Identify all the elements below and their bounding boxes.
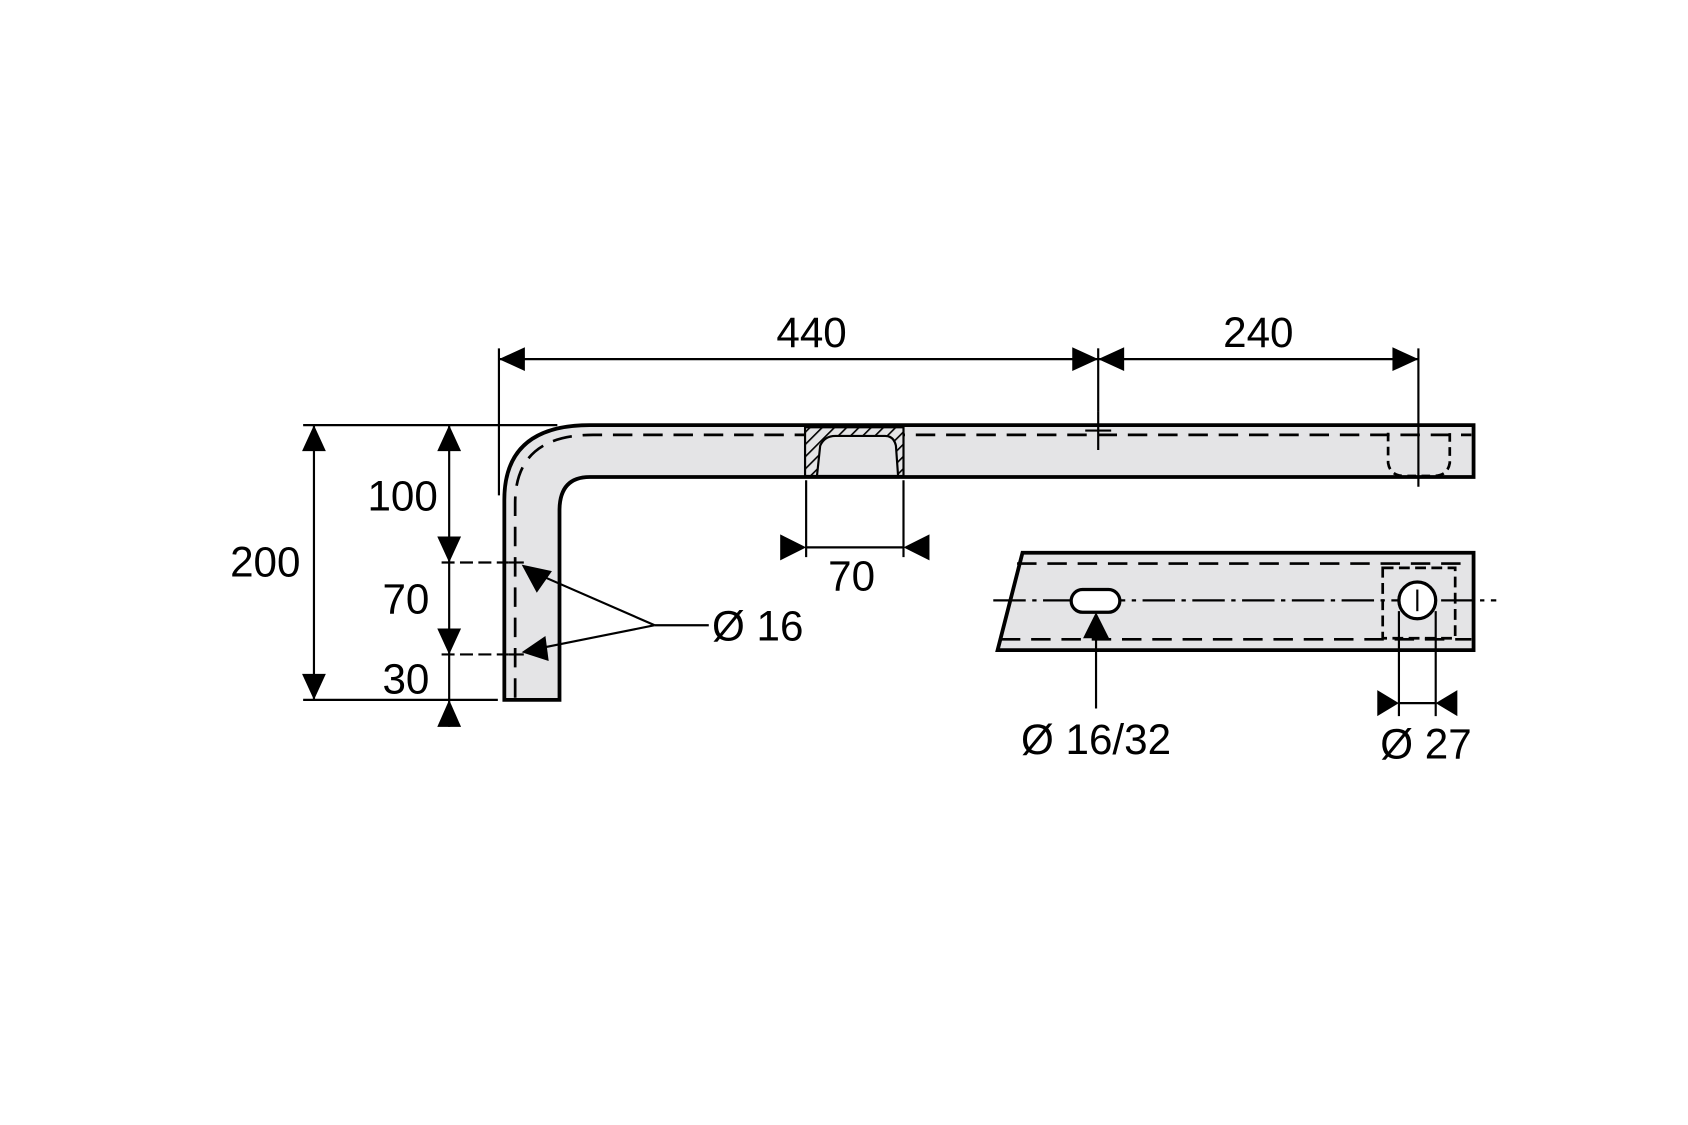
- hole-27-dimension: Ø 27: [1377, 611, 1472, 767]
- dim-cutout-70-label: 70: [828, 553, 875, 600]
- extension-lines: [303, 348, 1100, 701]
- slot-16-32-label: Ø 16/32: [1021, 716, 1171, 763]
- dim-200-label: 200: [230, 539, 300, 586]
- dimension-200: 200: [230, 425, 326, 700]
- dim-30-label: 30: [382, 655, 429, 702]
- dimension-cutout-70: 70: [780, 534, 930, 600]
- dimension-chain-vertical: 100 70 30: [367, 425, 462, 727]
- bracket-side-view: [502, 348, 1476, 702]
- dim-70-label: 70: [382, 575, 429, 622]
- hole-16-callout: Ø 16: [521, 564, 803, 661]
- hole-27-label: Ø 27: [1380, 720, 1471, 767]
- slot-callout: Ø 16/32: [1021, 612, 1171, 763]
- dim-440-label: 440: [776, 309, 846, 356]
- bracket-top-view: [993, 550, 1497, 653]
- dim-240-label: 240: [1223, 309, 1293, 356]
- dimension-440: 440: [498, 309, 1099, 372]
- dimension-240: 240: [1098, 309, 1419, 372]
- hole-16-label: Ø 16: [712, 602, 803, 649]
- slot-hole: [1069, 587, 1122, 614]
- dim-100-label: 100: [367, 473, 437, 520]
